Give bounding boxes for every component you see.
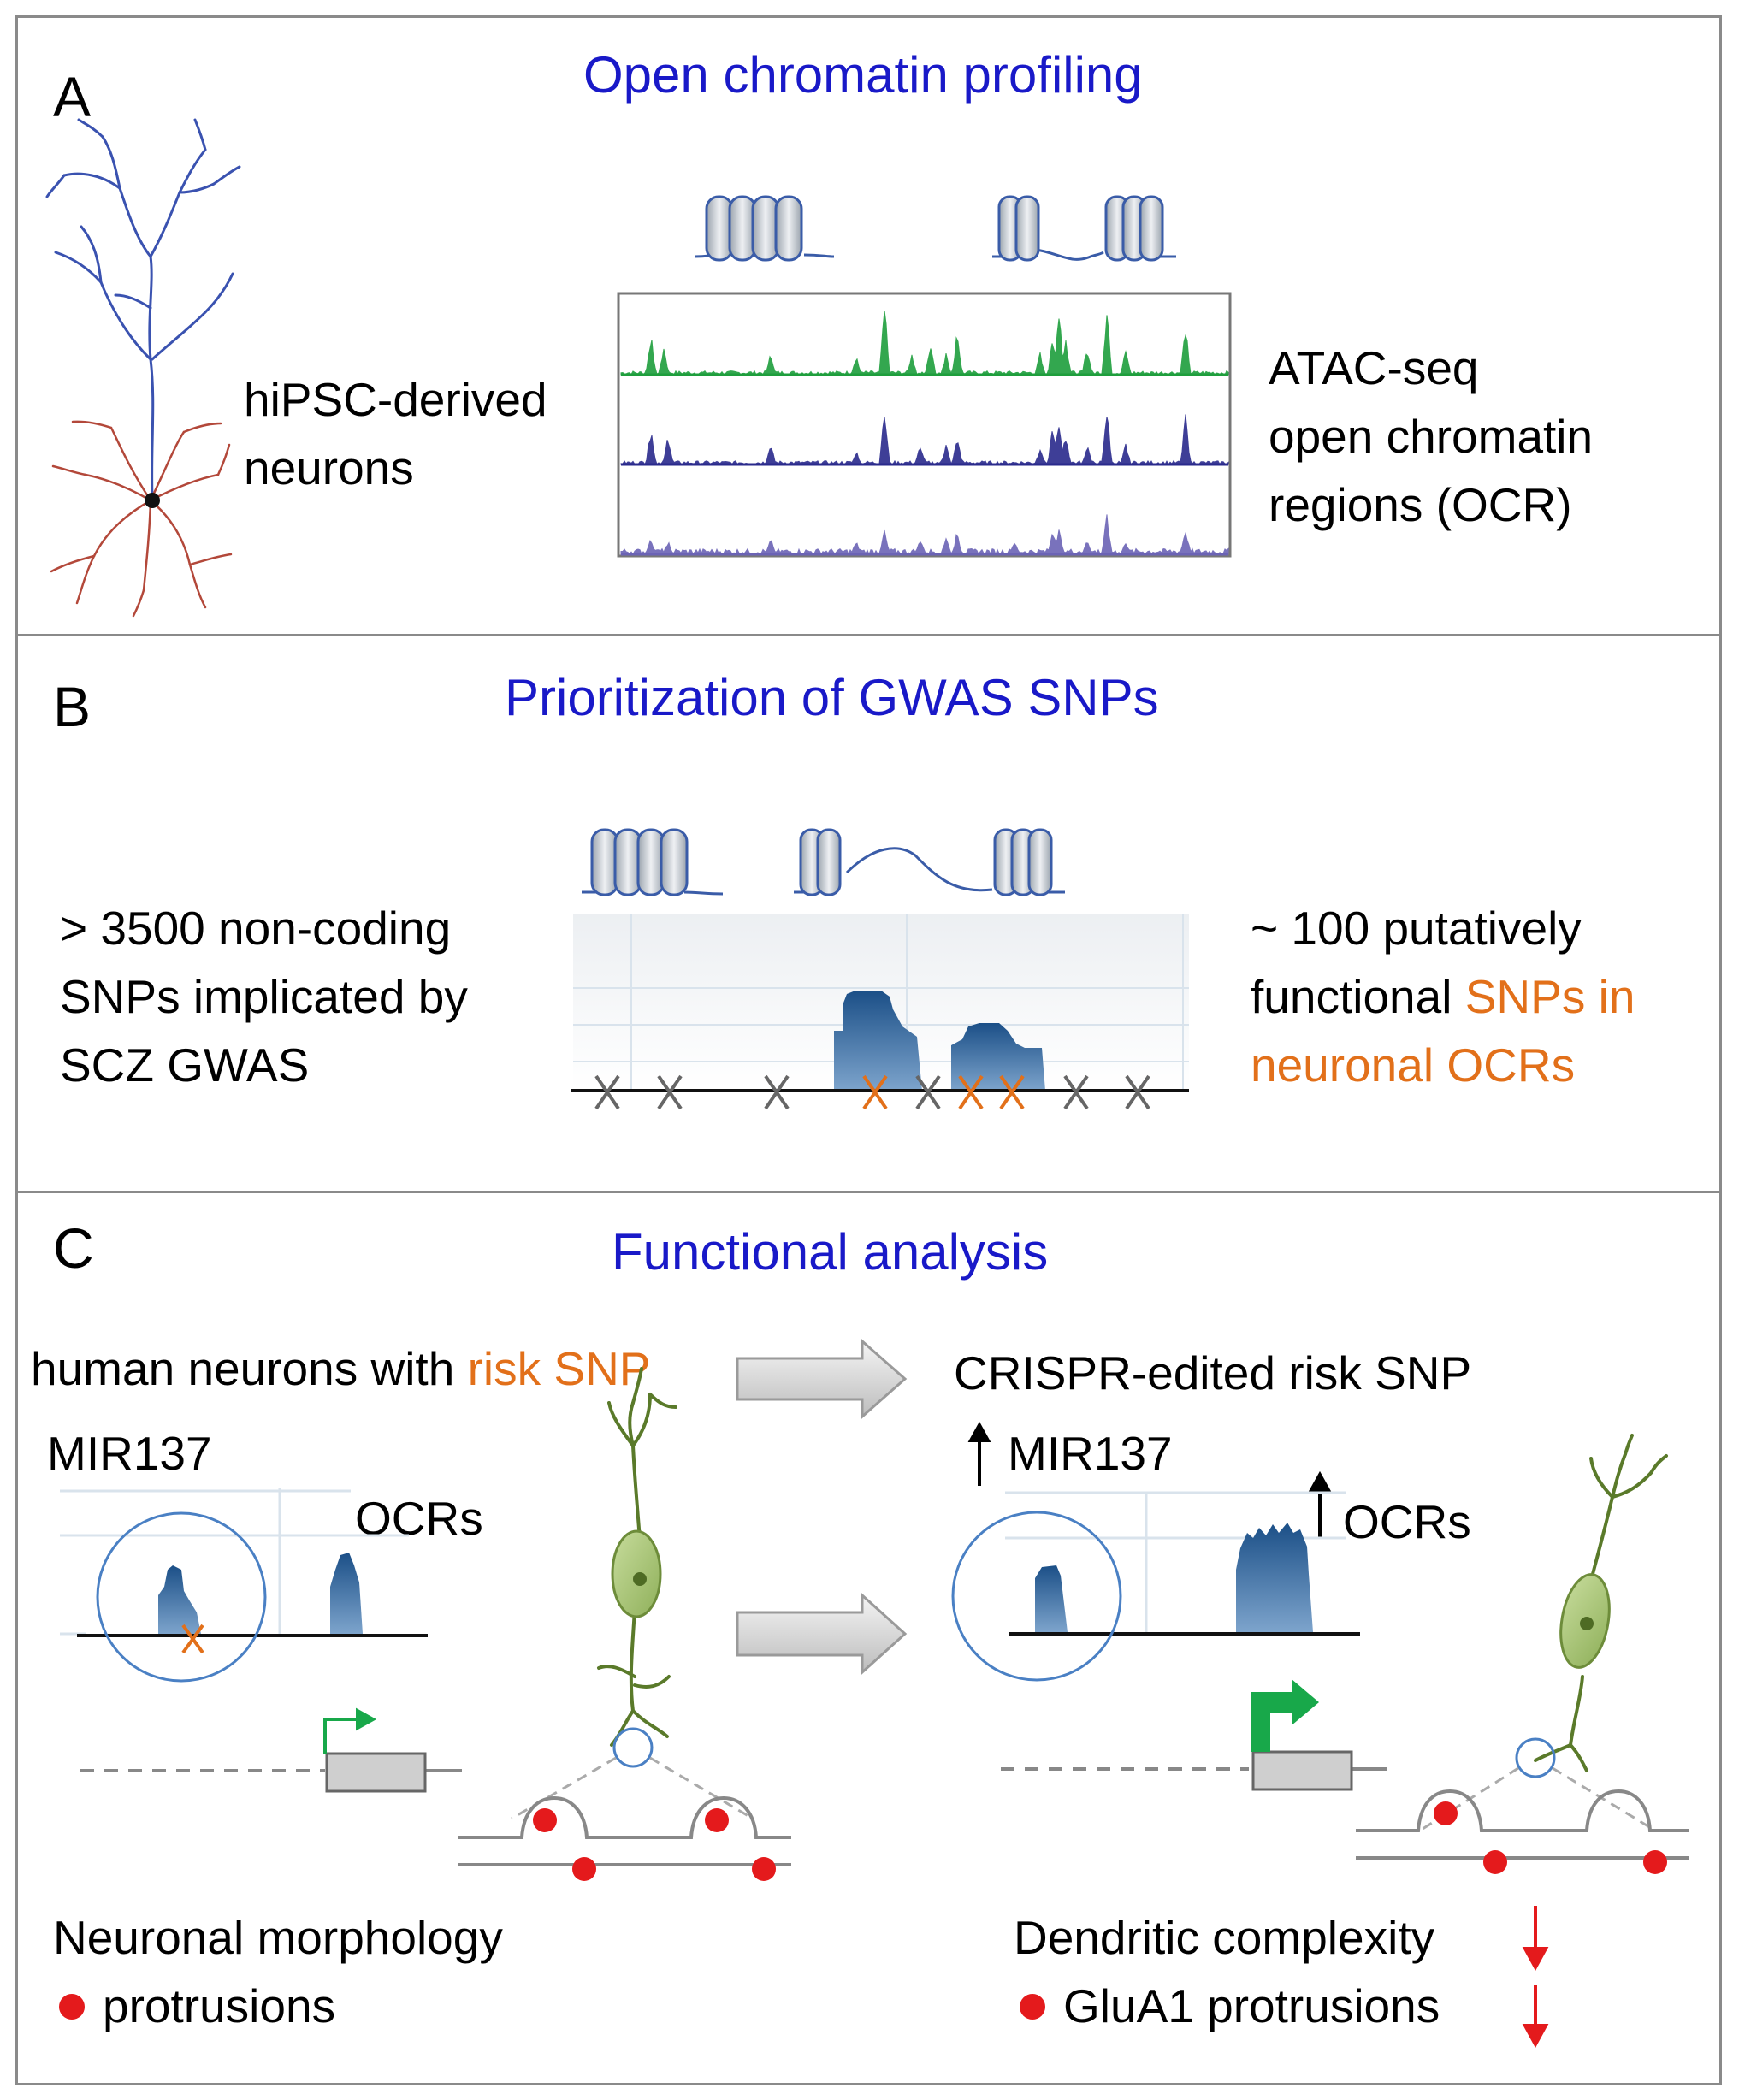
result-line1: ~ 100 putatively: [1251, 902, 1582, 955]
assay-label-line3: regions (OCR): [1269, 478, 1572, 531]
open-chromatin-icon: [992, 195, 1176, 262]
ocr-peak-2: [951, 1023, 1045, 1091]
right-dendrite-schematic: [1356, 1789, 1689, 1860]
open-chromatin-icon-b: [794, 828, 1065, 896]
gwas-line1: > 3500 non-coding: [60, 902, 452, 955]
pyramidal-neuron-icon: [45, 118, 241, 618]
protrusion-dot: [752, 1857, 776, 1881]
ocrs-label-right: OCRs: [1343, 1495, 1471, 1548]
risk-snp-mark: [181, 1624, 204, 1654]
protrusion-legend-dot-right: [1020, 1994, 1045, 2020]
gwas-line2: SNPs implicated by: [60, 970, 468, 1023]
protrusion-dot: [1434, 1801, 1458, 1825]
cell-label-line1: hiPSC-derived: [244, 373, 547, 426]
top-transition-arrow: [736, 1338, 908, 1420]
right-neuron-nucleus: [1580, 1617, 1594, 1630]
panel-a-letter: A: [53, 65, 92, 128]
protrusion-dot: [572, 1857, 596, 1881]
dendritic-complexity-down-arrow: [1522, 1906, 1549, 1972]
mir137-highlight-circle-left: [96, 1511, 267, 1683]
mir137-highlight-circle-right: [951, 1511, 1122, 1682]
gene-label-right: MIR137: [1008, 1427, 1173, 1480]
cell-label-line2: neurons: [244, 441, 414, 494]
morph-right: Dendritic complexity: [1014, 1911, 1435, 1964]
snp-in-ocr-mark: [999, 1074, 1025, 1110]
assay-label-line2: open chromatin: [1269, 410, 1594, 463]
closed-chromatin-icon: [694, 195, 835, 262]
prot-right: GluA1 protrusions: [1063, 1979, 1440, 2032]
snp-mark: [1125, 1074, 1150, 1110]
snp-in-ocr-mark: [862, 1074, 888, 1110]
protrusion-dot: [1483, 1850, 1507, 1874]
right-peak-1: [1035, 1565, 1068, 1632]
ocrs-label-left: OCRs: [355, 1492, 483, 1545]
right-ocr-track: [951, 1491, 1360, 1682]
assay-label-line1: ATAC-seq: [1269, 341, 1479, 394]
result-line3: neuronal OCRs: [1251, 1038, 1576, 1091]
panel-b-letter: B: [53, 675, 92, 738]
glua1-protrusions-down-arrow: [1522, 1985, 1549, 2049]
left-neuron-nucleus: [633, 1572, 647, 1586]
left-zoom-circle: [612, 1727, 654, 1768]
ocr-peak-1: [834, 991, 922, 1091]
left-tss-arrow: [323, 1707, 377, 1754]
left-ocr-track: [60, 1488, 428, 1683]
protrusion-dot: [533, 1808, 557, 1832]
morph-left: Neuronal morphology: [53, 1911, 503, 1964]
mir137-up-arrow: [967, 1421, 991, 1486]
protrusion-legend-dot-left: [59, 1994, 85, 2020]
gene-label-left: MIR137: [47, 1427, 212, 1480]
left-gene-model: [80, 1707, 462, 1793]
result-line2-a: functional: [1251, 970, 1465, 1023]
snp-mark: [915, 1074, 941, 1110]
panel-c-title: Functional analysis: [612, 1223, 1049, 1281]
snp-mark: [594, 1074, 620, 1110]
atac-track-browser: [617, 292, 1232, 558]
right-gene-model: [1001, 1679, 1387, 1791]
snp-mark: [764, 1074, 790, 1110]
closed-chromatin-icon-b: [582, 828, 724, 896]
snp-mark: [657, 1074, 683, 1110]
result-line2: functional SNPs in: [1251, 973, 1635, 1020]
ocrs-up-arrow: [1308, 1470, 1332, 1538]
left-header: human neurons with risk SNP: [31, 1346, 650, 1393]
result-line2-b: SNPs in: [1464, 970, 1635, 1023]
snp-track: [571, 914, 1189, 1110]
right-zoom-circle: [1515, 1737, 1556, 1778]
snp-in-ocr-mark: [958, 1074, 984, 1110]
right-tss-arrow: [1251, 1679, 1319, 1752]
left-peak-1: [158, 1565, 201, 1634]
middle-transition-arrow: [736, 1592, 908, 1676]
protrusion-dot: [705, 1808, 729, 1832]
atac-track-2: [620, 414, 1229, 466]
left-header-a: human neurons with: [31, 1342, 468, 1395]
left-peak-2: [330, 1553, 363, 1634]
right-header: CRISPR-edited risk SNP: [954, 1346, 1472, 1399]
atac-track-1: [620, 311, 1229, 376]
panel-c-letter: C: [53, 1216, 94, 1280]
prot-left: protrusions: [103, 1979, 336, 2032]
left-green-neuron: [597, 1367, 677, 1747]
protrusion-dot: [1643, 1850, 1667, 1874]
panel-a-title: Open chromatin profiling: [583, 46, 1143, 104]
right-peak-2: [1236, 1523, 1313, 1632]
left-dendrite-schematic: [458, 1795, 791, 1866]
gwas-line3: SCZ GWAS: [60, 1038, 310, 1091]
panel-b-title: Prioritization of GWAS SNPs: [505, 669, 1159, 726]
snp-mark: [1063, 1074, 1089, 1110]
left-header-b: risk SNP: [467, 1342, 651, 1395]
